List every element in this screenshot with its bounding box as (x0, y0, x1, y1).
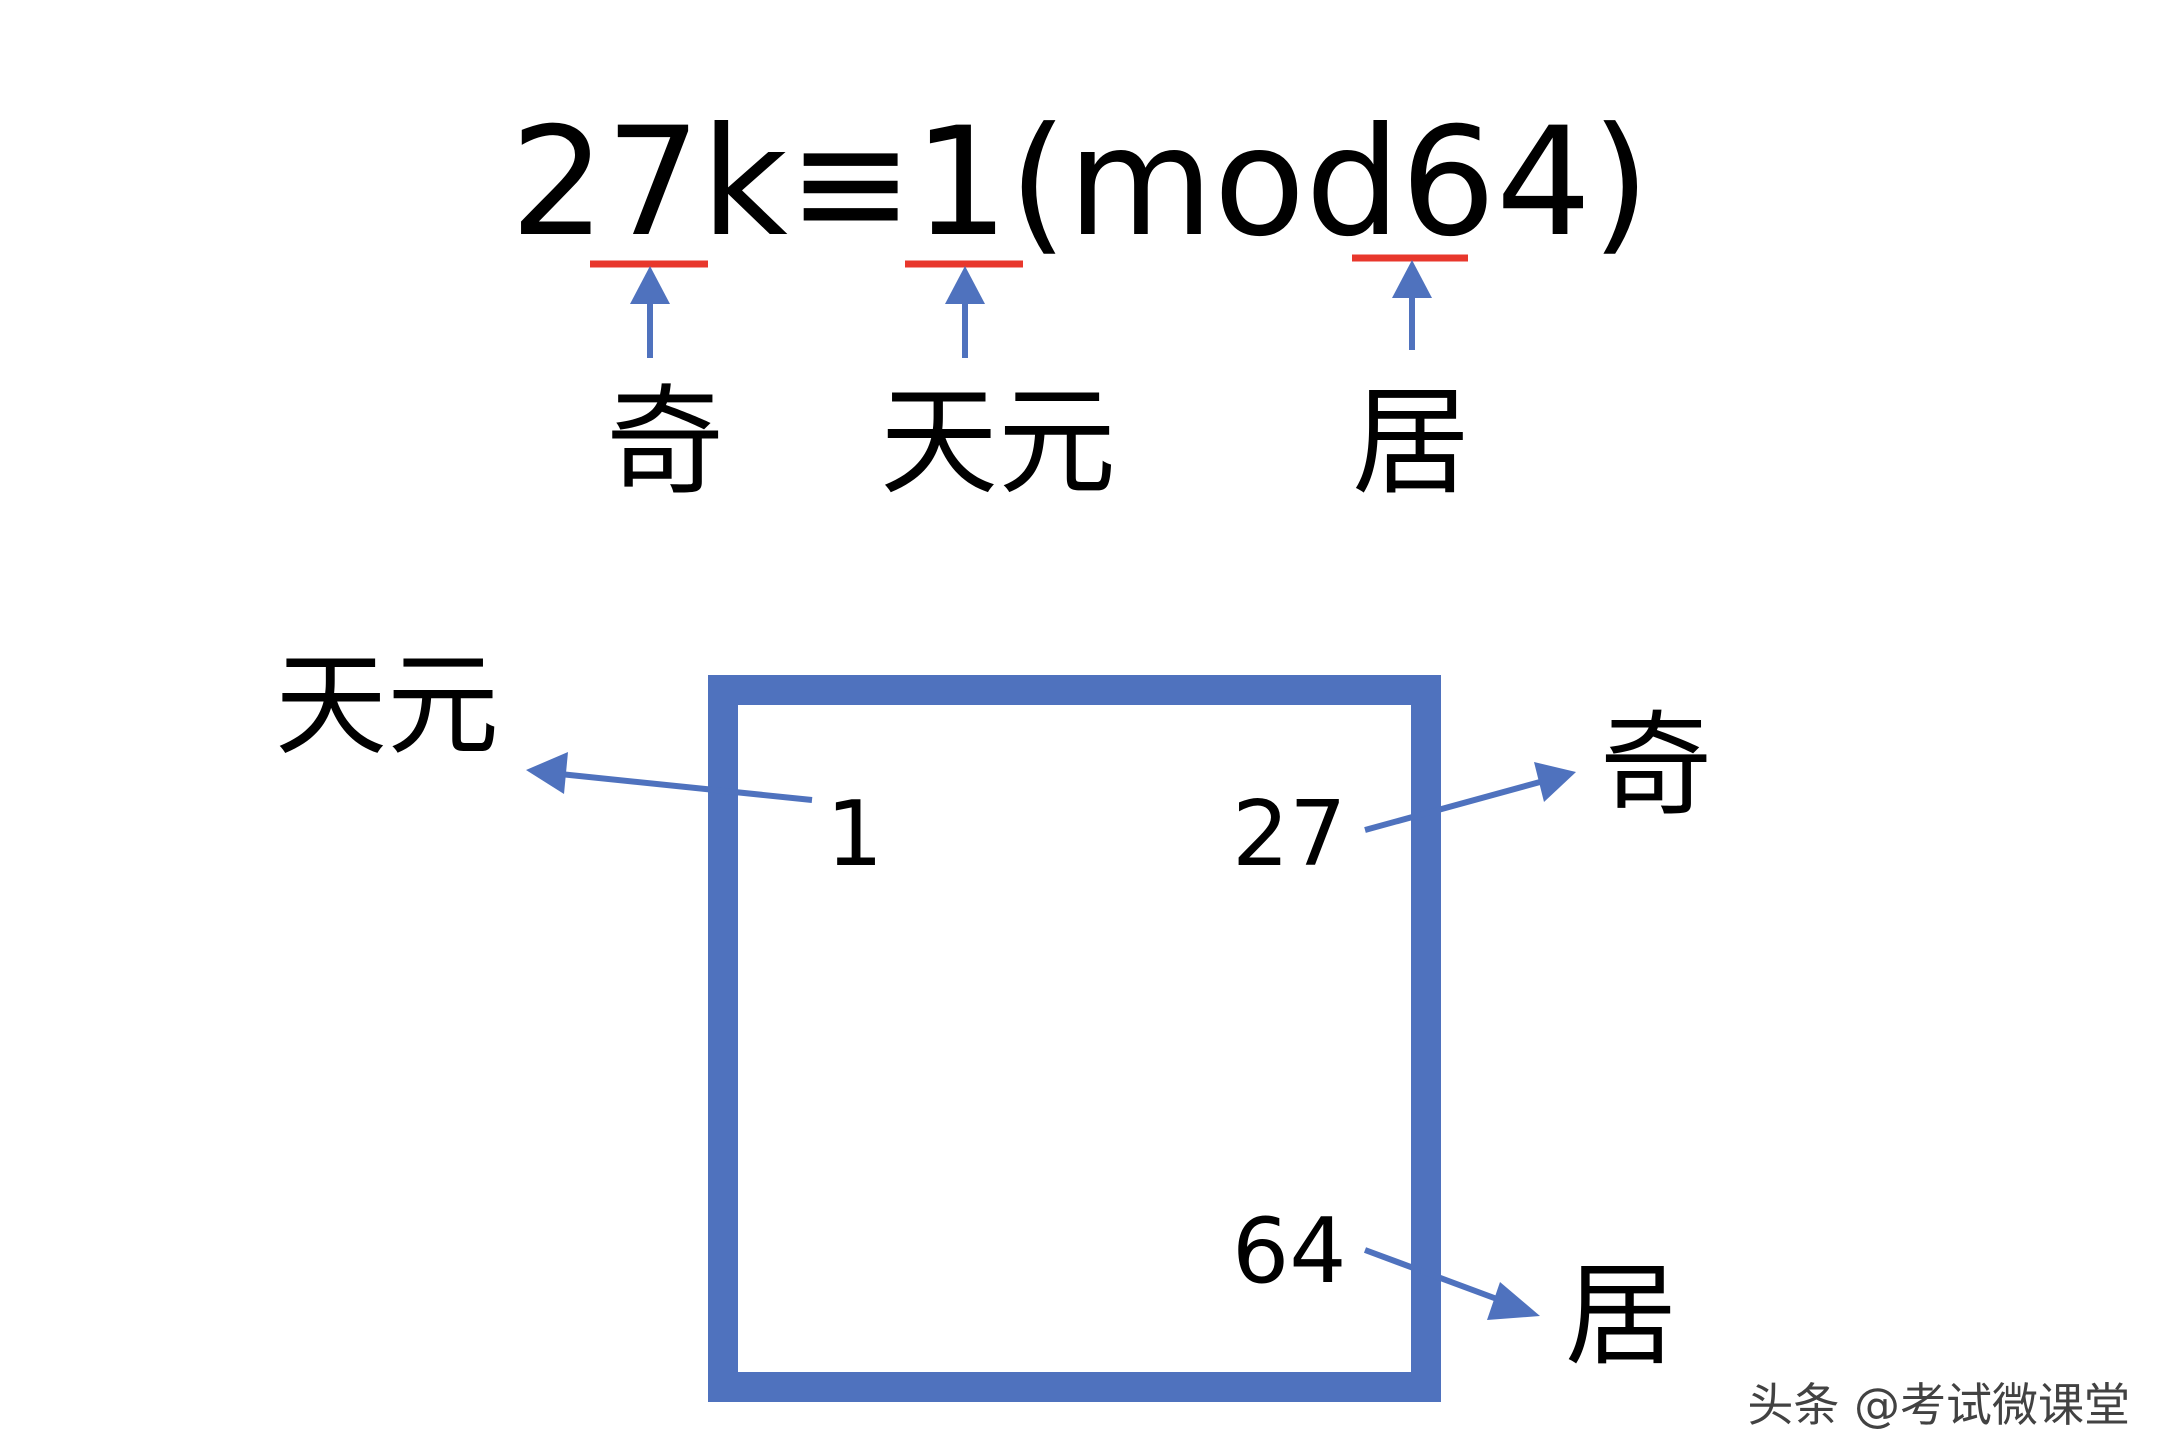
square-box (708, 675, 1441, 1402)
number-bottom-right: 64 (1232, 1199, 1347, 1304)
label-qi-top: 奇 (606, 373, 725, 511)
label-ju-top: 居 (1352, 373, 1471, 511)
label-qi-side: 奇 (1600, 701, 1712, 831)
up-arrow-tianyuan (945, 266, 985, 358)
label-ju-side: 居 (1565, 1251, 1677, 1381)
number-top-left: 1 (826, 782, 884, 887)
watermark: 头条 @考试微课堂 (1747, 1378, 2130, 1432)
up-arrow-ju (1392, 260, 1432, 350)
arrow-64-to-ju (1363, 1247, 1540, 1320)
arrow-1-to-tianyuan (526, 752, 813, 803)
label-tianyuan-top: 天元 (880, 373, 1117, 511)
number-top-right: 27 (1232, 782, 1347, 887)
arrow-27-to-qi (1364, 762, 1576, 833)
up-arrow-qi (630, 266, 670, 358)
label-tianyuan-side: 天元 (275, 641, 499, 771)
equation: 27k≡1(mod64) (510, 96, 1650, 270)
